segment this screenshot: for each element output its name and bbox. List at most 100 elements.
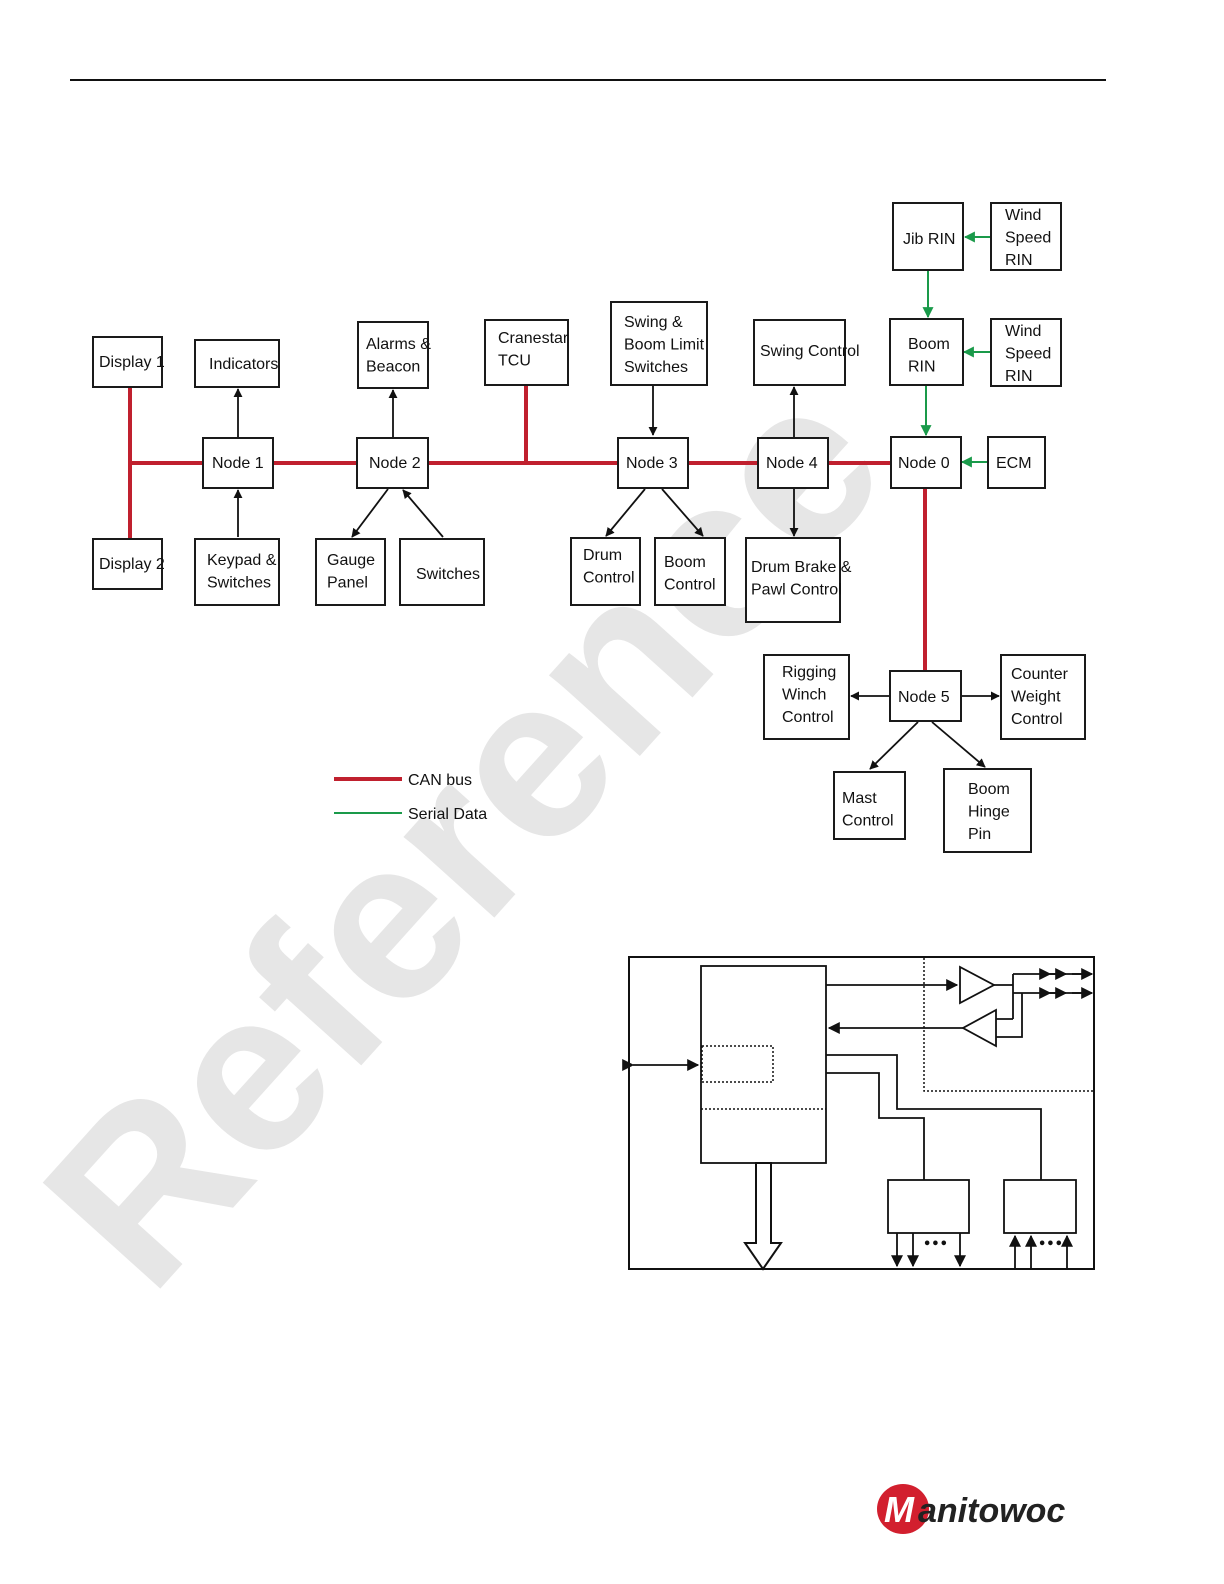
- cranestar-label-line-2: TCU: [498, 353, 531, 370]
- rigging-label-line-3: Control: [782, 709, 834, 726]
- ecm-box: [987, 436, 1046, 489]
- drum-control-label-line-1: Drum: [583, 547, 622, 564]
- arrow-node5-hinge: [931, 721, 986, 768]
- counter-weight-label-line-2: Weight: [1011, 689, 1061, 706]
- logo-emblem: [877, 1484, 929, 1534]
- alarms-label-line-1: Alarms &: [366, 336, 431, 353]
- boom-rin-box: [889, 318, 964, 386]
- drum-brake-label-line-2: Pawl Control: [751, 582, 842, 599]
- boom-rin-label-line-2: RIN: [908, 359, 936, 376]
- node1-label-line-1: Node 1: [212, 455, 264, 472]
- counter-weight-box: [1000, 654, 1086, 740]
- indicators-label-line-1: Indicators: [209, 356, 278, 373]
- block-input-ellipsis: •••: [1038, 1237, 1063, 1252]
- block-processor: [700, 965, 827, 1164]
- display2-box: [92, 538, 163, 590]
- boom-control-label-line-2: Control: [664, 577, 716, 594]
- arrow-node5-mast: [869, 721, 919, 770]
- jib-rin-label-line-1: Jib RIN: [903, 231, 955, 248]
- legend: CAN bus Serial Data: [334, 772, 487, 823]
- display2-label-line-1: Display 2: [99, 556, 165, 573]
- rigging-label-line-1: Rigging: [782, 664, 836, 681]
- switches-label-line-1: Switches: [416, 566, 480, 583]
- ecm-label-line-1: ECM: [996, 455, 1032, 472]
- block-hollow-down-arrow: [743, 1162, 783, 1271]
- node2-label-line-1: Node 2: [369, 455, 421, 472]
- block-transceiver-dotted: [923, 958, 1093, 1092]
- block-inner-dotted: [701, 1045, 774, 1083]
- mast-control-label-line-2: Control: [842, 813, 894, 830]
- display1-box: [92, 336, 163, 388]
- wind-speed-1-label-line-3: RIN: [1005, 252, 1033, 269]
- mast-control-label-line-1: Mast: [842, 790, 877, 807]
- node5-label-line-1: Node 5: [898, 689, 950, 706]
- cranestar-box: [484, 319, 569, 386]
- logo-letter: M: [884, 1489, 915, 1530]
- swing-boom-label-line-1: Swing &: [624, 314, 683, 331]
- block-output-module: [887, 1179, 970, 1234]
- boom-hinge-label-line-3: Pin: [968, 826, 991, 843]
- cranestar-label-line-1: Cranestar: [498, 330, 569, 347]
- block-io-line-2: [826, 1072, 925, 1180]
- boom-hinge-label-line-2: Hinge: [968, 804, 1010, 821]
- serial-data-lines: [920, 231, 991, 468]
- node3-label-line-1: Node 3: [626, 455, 678, 472]
- swing-control-label-line-1: Swing Control: [760, 343, 860, 360]
- arrow-node2-gauge: [351, 488, 389, 538]
- wind-speed-1-label-line-2: Speed: [1005, 230, 1051, 247]
- alarms-box: [357, 321, 429, 389]
- rigging-box: [763, 654, 850, 740]
- wind-speed-2-label-line-2: Speed: [1005, 346, 1051, 363]
- node5-box: [889, 670, 962, 722]
- wind-speed-2-label-line-3: RIN: [1005, 368, 1033, 385]
- swing-boom-box: [610, 301, 708, 386]
- manitowoc-logo: M anitowoc: [877, 1484, 1065, 1534]
- control-arrows: [233, 386, 1000, 770]
- block-outer-frame: [628, 956, 1095, 1270]
- wind-speed-1-label-line-1: Wind: [1005, 207, 1041, 224]
- rigging-label-line-2: Winch: [782, 687, 826, 704]
- arrow-node3-drum: [605, 488, 646, 537]
- wind-speed-2-label-line-1: Wind: [1005, 323, 1041, 340]
- node3-box: [617, 437, 689, 489]
- boom-control-box: [654, 537, 726, 606]
- node4-label-line-1: Node 4: [766, 455, 818, 472]
- block-output-ellipsis: •••: [923, 1237, 948, 1252]
- block-driver-triangle: [959, 965, 996, 1005]
- arrow-node3-boom: [661, 488, 704, 537]
- keypad-label-line-1: Keypad &: [207, 552, 277, 569]
- node0-label-line-1: Node 0: [898, 455, 950, 472]
- indicators-box: [194, 339, 280, 388]
- boom-rin-label-line-1: Boom: [908, 336, 950, 353]
- gauge-box: [315, 538, 386, 606]
- diagram-boxes: [92, 202, 1086, 853]
- swing-boom-label-line-2: Boom Limit: [624, 337, 705, 354]
- block-receiver-link-2: [996, 993, 1023, 1038]
- legend-serial-data-label: Serial Data: [408, 806, 487, 823]
- gauge-label-line-1: Gauge: [327, 552, 375, 569]
- alarms-label-line-2: Beacon: [366, 359, 420, 376]
- mast-control-box: [833, 771, 906, 840]
- boom-hinge-box: [943, 768, 1032, 853]
- node1-box: [202, 437, 274, 489]
- arrow-switches-node2: [402, 489, 444, 538]
- swing-control-box: [753, 319, 846, 386]
- node4-box: [757, 437, 829, 489]
- block-receiver-triangle: [961, 1008, 997, 1048]
- drum-brake-label-line-1: Drum Brake &: [751, 559, 852, 576]
- swing-boom-label-line-3: Switches: [624, 359, 688, 376]
- legend-can-bus-label: CAN bus: [408, 772, 472, 789]
- drum-brake-box: [745, 537, 841, 623]
- drum-control-label-line-2: Control: [583, 570, 635, 587]
- display1-label-line-1: Display 1: [99, 354, 165, 371]
- wind-speed-1-box: [990, 202, 1062, 271]
- block-io-line-1: [826, 1054, 1042, 1180]
- counter-weight-label-line-3: Control: [1011, 711, 1063, 728]
- logo-wordmark: anitowoc: [918, 1492, 1065, 1530]
- block-diagram: [622, 956, 1095, 1271]
- boom-control-label-line-1: Boom: [664, 554, 706, 571]
- jib-rin-box: [892, 202, 964, 271]
- drum-control-box: [570, 537, 641, 606]
